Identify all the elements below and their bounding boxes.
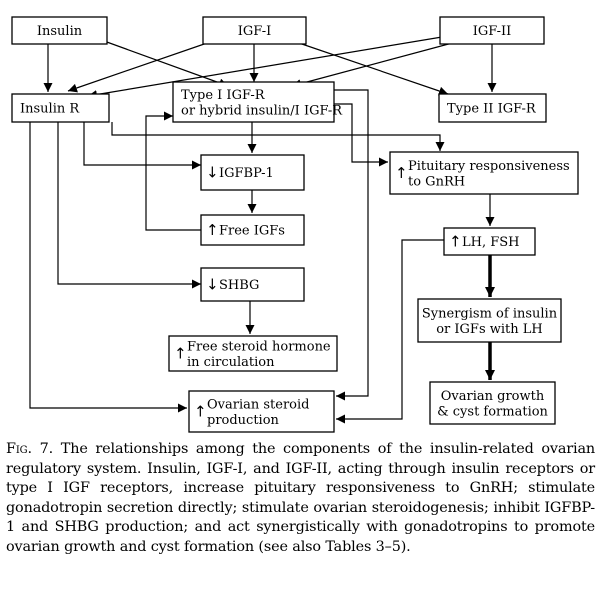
decrease-arrow-icon: ↓ xyxy=(206,164,219,182)
node-insulin: Insulin xyxy=(11,16,108,45)
edge-free-igfs-to-type1 xyxy=(145,111,201,231)
node-box xyxy=(202,16,307,45)
node-label-line: IGF-I xyxy=(238,24,271,39)
decrease-arrow-icon: ↓ xyxy=(206,276,219,294)
node-box xyxy=(200,214,305,246)
node-igf2: IGF-II xyxy=(439,16,545,45)
increase-arrow-icon: ↑ xyxy=(206,221,219,239)
increase-arrow-icon: ↑ xyxy=(449,233,462,251)
figure-label: Fig. 7. xyxy=(6,441,54,457)
figure-caption: Fig. 7. The relationships among the comp… xyxy=(6,440,595,557)
node-label-line: IGF-II xyxy=(473,24,512,39)
edge-igf2-to-type1-igfr xyxy=(291,41,457,89)
edge-insulin-r-to-igfbp1 xyxy=(83,122,201,170)
node-label-line: Ovarian growth xyxy=(441,389,545,404)
node-label-line: Free steroid hormone xyxy=(187,339,331,354)
node-insulin-r: Insulin R xyxy=(11,93,110,123)
node-box xyxy=(172,81,335,123)
node-label-line: Insulin xyxy=(37,24,83,39)
node-box xyxy=(438,93,547,123)
node-box xyxy=(168,335,338,372)
node-label-line: in circulation xyxy=(187,355,275,370)
node-label-line: Free IGFs xyxy=(219,224,285,239)
node-label-line: Type I IGF-R xyxy=(181,88,266,103)
node-box xyxy=(11,93,110,123)
increase-arrow-icon: ↑ xyxy=(174,345,187,363)
node-label-line: production xyxy=(207,413,280,428)
node-label-line: Ovarian steroid xyxy=(207,397,310,412)
node-box xyxy=(389,151,579,195)
edge-type1-to-pituitary xyxy=(334,103,388,167)
node-box xyxy=(443,227,536,256)
node-type1-igfr: Type I IGF-Ror hybrid insulin/I IGF-R xyxy=(172,81,343,123)
node-box xyxy=(200,154,305,191)
increase-arrow-icon: ↑ xyxy=(194,403,207,421)
figure-caption-text: The relationships among the components o… xyxy=(6,441,595,555)
edge-insulin-r-to-shbg xyxy=(57,122,201,289)
node-shbg: ↓SHBG xyxy=(200,267,305,302)
edge-type1-to-ovarian-steroid xyxy=(334,89,369,401)
node-box xyxy=(439,16,545,45)
node-type2-igfr: Type II IGF-R xyxy=(438,93,547,123)
node-lh-fsh: ↑LH, FSH xyxy=(443,227,536,256)
node-label-line: or IGFs with LH xyxy=(436,322,543,337)
node-label-line: & cyst formation xyxy=(437,404,548,419)
edge-igf1-to-type2-igfr xyxy=(295,41,449,96)
edge-igf1-to-insulin-r xyxy=(67,41,211,93)
node-box xyxy=(417,298,562,343)
node-igf1: IGF-I xyxy=(202,16,307,45)
increase-arrow-icon: ↑ xyxy=(395,164,408,182)
node-free-igfs: ↑Free IGFs xyxy=(200,214,305,246)
node-label-line: to GnRH xyxy=(408,174,465,189)
edge-igf2-to-insulin-r xyxy=(87,35,449,99)
node-label-line: LH, FSH xyxy=(462,235,520,250)
node-ovarian-growth: Ovarian growth& cyst formation xyxy=(429,381,556,425)
node-box xyxy=(188,390,335,433)
node-label-line: IGFBP-1 xyxy=(219,166,274,181)
node-label-line: Insulin R xyxy=(20,102,80,117)
node-label-line: SHBG xyxy=(219,278,259,293)
node-label-line: Pituitary responsiveness xyxy=(408,159,570,174)
node-box xyxy=(200,267,305,302)
node-label-line: Synergism of insulin xyxy=(422,306,558,321)
edge-insulin-r-to-ovarian-steroid xyxy=(29,122,187,413)
node-label-line: or hybrid insulin/I IGF-R xyxy=(181,103,343,118)
edge-insulin-r-to-pituitary xyxy=(111,122,445,151)
node-box xyxy=(429,381,556,425)
diagram-connectors xyxy=(29,32,497,424)
node-igfbp1: ↓IGFBP-1 xyxy=(200,154,305,191)
edge-lh-fsh-to-ovarian-steroid xyxy=(336,239,444,424)
node-label-line: Type II IGF-R xyxy=(447,102,537,117)
node-box xyxy=(11,16,108,45)
